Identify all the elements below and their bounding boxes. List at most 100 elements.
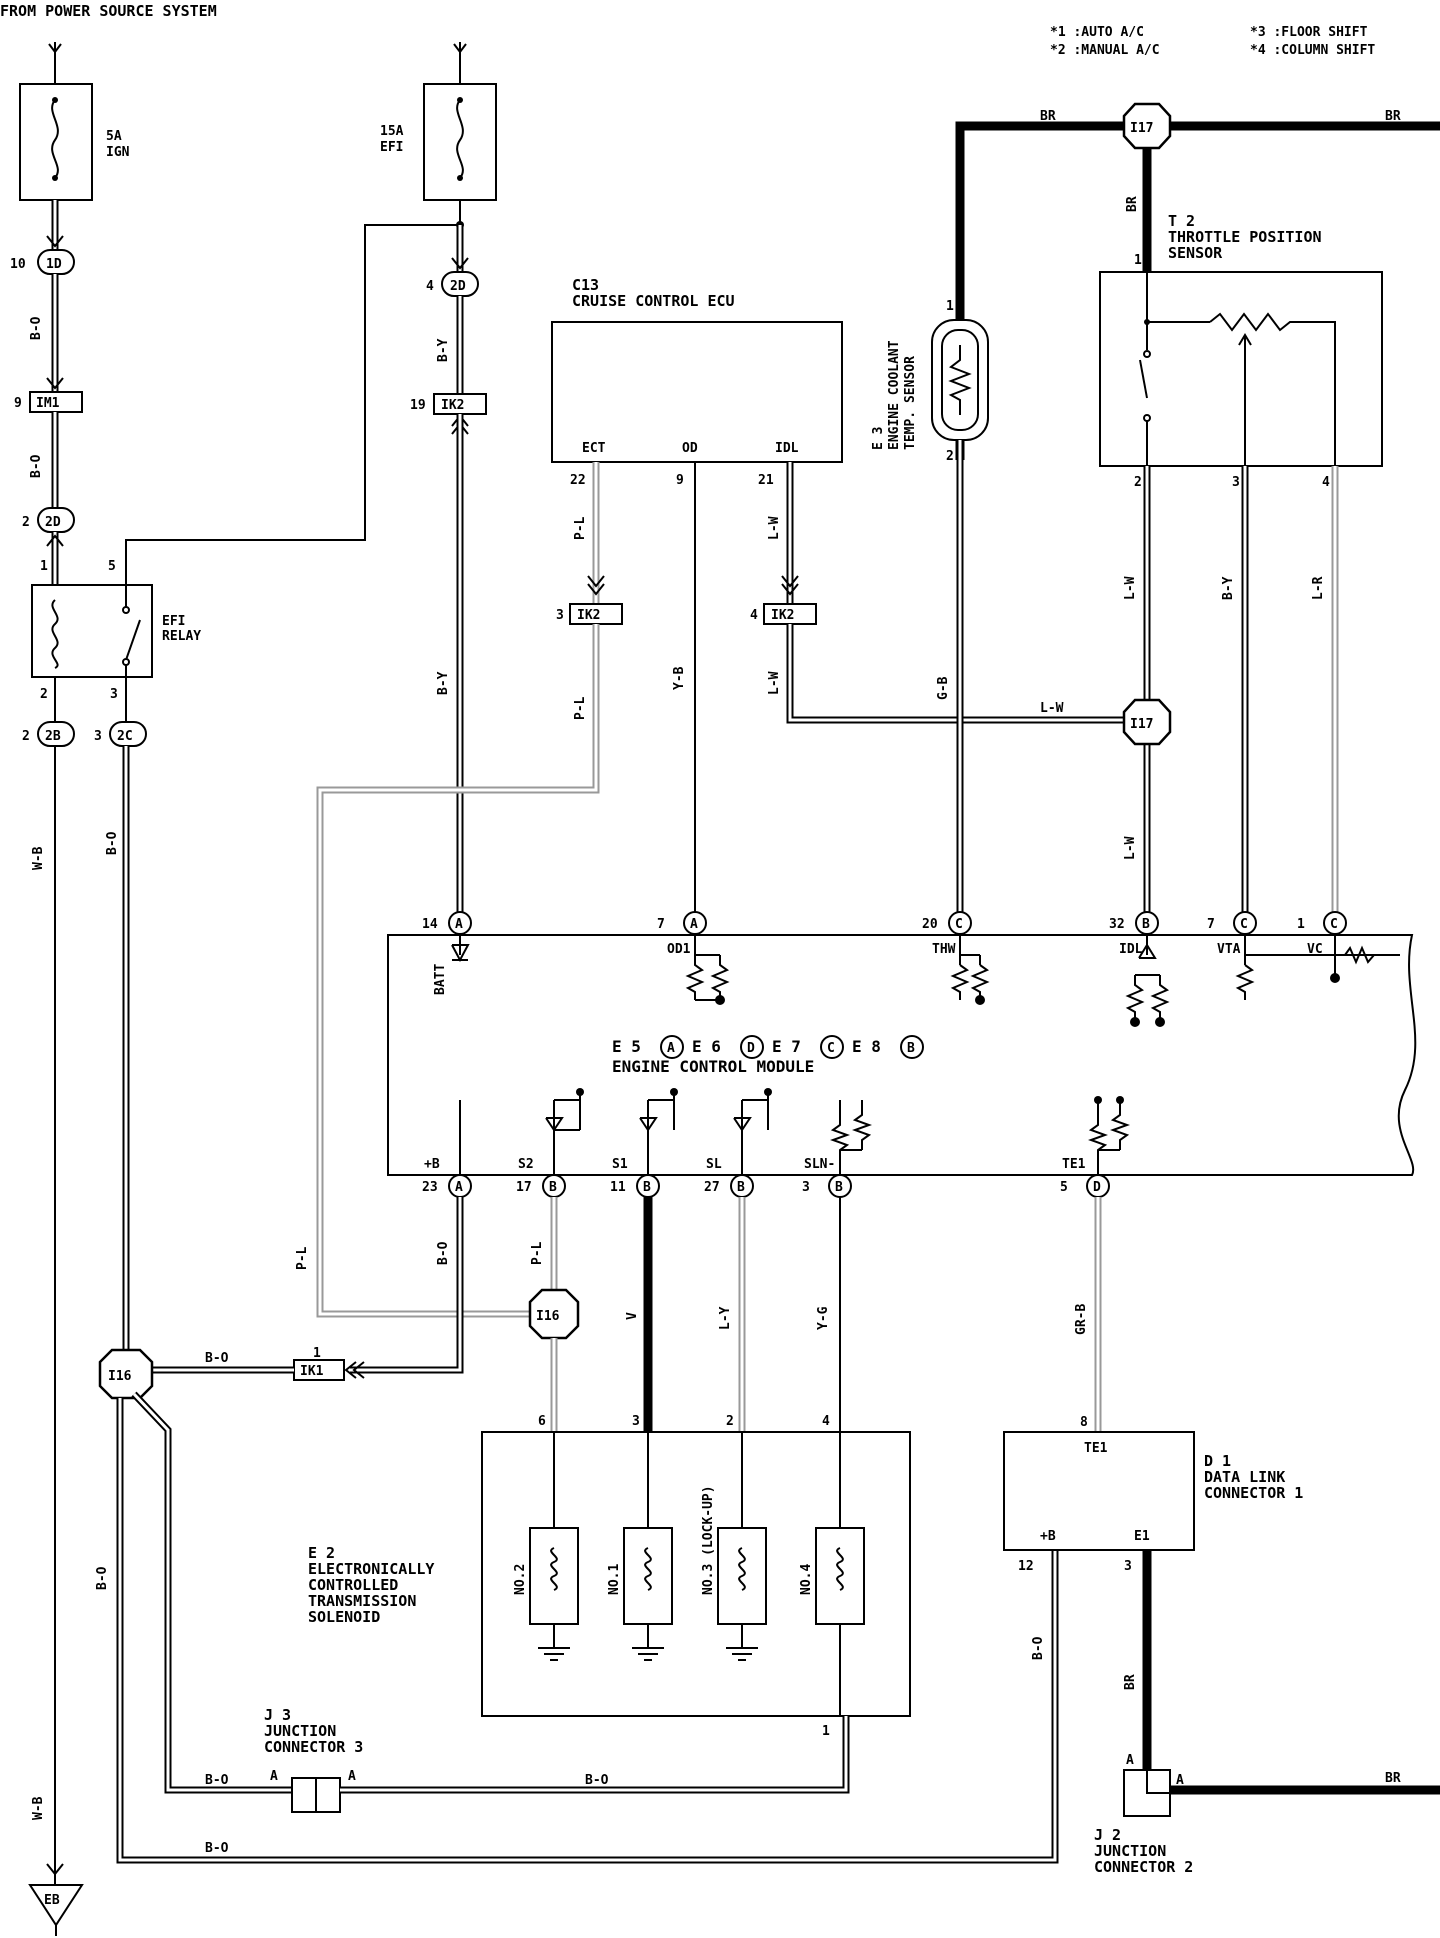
svg-text:TEMP. SENSOR: TEMP. SENSOR	[903, 356, 918, 450]
svg-text:A: A	[348, 1769, 356, 1784]
ecm-pin-b: A23+B	[422, 1157, 472, 1198]
source-label: FROM POWER SOURCE SYSTEM	[0, 2, 217, 20]
fuse-efi-rating: 15A	[380, 124, 404, 139]
svg-text:ELECTRONICALLY: ELECTRONICALLY	[308, 1560, 434, 1578]
svg-text:2D: 2D	[45, 515, 61, 530]
legend-3: *3 :FLOOR SHIFT	[1250, 25, 1368, 40]
ecm-pin-letter: B	[1142, 917, 1150, 932]
junction-I17-mid	[1122, 698, 1172, 746]
svg-text:L-W: L-W	[767, 671, 782, 695]
svg-text:3: 3	[94, 729, 102, 744]
efi-relay: 1 5 EFI RELAY 2 3	[31, 224, 460, 702]
ecm-pin-number: 5	[1060, 1180, 1068, 1195]
ecm-pin-label: OD1	[667, 942, 691, 957]
svg-text:4: 4	[1322, 475, 1330, 490]
ecm-pin-letter: B	[737, 1180, 745, 1195]
ecm-pin-label: +B	[424, 1157, 440, 1172]
ecm-pin-letter: C	[1240, 917, 1248, 932]
svg-text:I16: I16	[536, 1309, 560, 1324]
svg-text:2: 2	[726, 1414, 734, 1429]
ecm-internal-top	[451, 935, 1400, 1027]
svg-text:L-W: L-W	[1040, 701, 1064, 716]
svg-text:I17: I17	[1130, 121, 1153, 136]
svg-text:SOLENOID: SOLENOID	[308, 1608, 380, 1626]
legend-1: *1 :AUTO A/C	[1050, 25, 1144, 40]
fuse-ign-name: IGN	[106, 145, 130, 160]
svg-text:L-W: L-W	[767, 516, 782, 540]
svg-text:BR: BR	[1123, 1674, 1138, 1690]
idle-switch-icon	[1139, 359, 1148, 399]
junction-connector-3: A A J 3 JUNCTION CONNECTOR 3	[264, 1706, 363, 1813]
svg-text:L-R: L-R	[1311, 576, 1326, 600]
svg-text:E 7: E 7	[772, 1037, 801, 1056]
coil-label: NO.2	[513, 1564, 528, 1595]
ecm-pin-label: S2	[518, 1157, 534, 1172]
svg-text:1: 1	[946, 299, 954, 314]
svg-text:3: 3	[1232, 475, 1240, 490]
potentiometer-icon	[1209, 312, 1336, 466]
svg-text:1D: 1D	[46, 257, 62, 272]
ecm-pin-number: 7	[657, 917, 665, 932]
svg-text:EB: EB	[44, 1893, 60, 1908]
svg-text:I16: I16	[108, 1369, 132, 1384]
engine-control-module: E 5 A E 6 D E 7 C E 8 B ENGINE CONTROL M…	[387, 934, 1417, 1176]
svg-text:2: 2	[22, 729, 30, 744]
svg-text:T 2: T 2	[1168, 212, 1195, 230]
svg-text:4: 4	[750, 608, 758, 623]
svg-text:4: 4	[426, 279, 434, 294]
coil-icon	[836, 1547, 844, 1591]
svg-text:B-O: B-O	[29, 454, 44, 478]
ecm-pin-label: SL	[706, 1157, 722, 1172]
svg-text:8: 8	[1080, 1415, 1088, 1430]
ecm-pin-letter: C	[955, 917, 963, 932]
svg-text:IK1: IK1	[300, 1364, 324, 1379]
ecm-pin-label: VTA	[1217, 942, 1241, 957]
fuse-efi-icon	[456, 99, 464, 179]
ecm-pin-number: 3	[802, 1180, 810, 1195]
svg-text:B: B	[907, 1041, 915, 1056]
coolant-sensor: 1 2 E 3 ENGINE COOLANT TEMP. SENSOR	[871, 299, 989, 464]
ign-circuit: 5A IGN 1D 10 B-O IM1 9 B-O 2D 2	[10, 42, 130, 585]
svg-text:B-O: B-O	[95, 1566, 110, 1590]
svg-text:B-O: B-O	[105, 831, 120, 855]
svg-text:5: 5	[108, 559, 116, 574]
svg-text:P-L: P-L	[573, 516, 588, 540]
svg-text:1: 1	[822, 1724, 830, 1739]
svg-text:A: A	[667, 1041, 675, 1056]
data-link-connector: TE1 +B E1 8 12 3 D 1 DATA LINK CONNECTOR…	[1003, 1415, 1303, 1574]
svg-text:A: A	[1126, 1753, 1134, 1768]
svg-text:BR: BR	[1040, 109, 1056, 124]
ecm-pin-number: 20	[922, 917, 938, 932]
svg-text:2: 2	[40, 687, 48, 702]
svg-text:Y-G: Y-G	[816, 1306, 831, 1330]
ecm-internal-bottom	[459, 1088, 1130, 1175]
svg-text:4: 4	[822, 1414, 830, 1429]
junction-I16-mid	[528, 1288, 580, 1340]
svg-text:A: A	[1176, 1773, 1184, 1788]
svg-text:ECT: ECT	[582, 441, 606, 456]
svg-text:E 8: E 8	[852, 1037, 881, 1056]
svg-text:CONNECTOR 3: CONNECTOR 3	[264, 1738, 363, 1756]
svg-text:3: 3	[556, 608, 564, 623]
ecm-pin-letter: C	[1330, 917, 1338, 932]
ecm-pin-letter: A	[455, 917, 463, 932]
svg-text:CONNECTOR 2: CONNECTOR 2	[1094, 1858, 1193, 1876]
ecm-pin-label: TE1	[1062, 1157, 1086, 1172]
svg-text:A: A	[270, 1769, 278, 1784]
svg-text:2: 2	[1134, 475, 1142, 490]
svg-text:19: 19	[410, 398, 426, 413]
relay-coil-icon	[51, 599, 59, 669]
solenoid-coil-3: NO.3 (LOCK-UP)	[701, 1432, 767, 1661]
ecm-pin-label: SLN-	[804, 1157, 835, 1172]
ecm-pin-letter: B	[643, 1180, 651, 1195]
svg-text:P-L: P-L	[573, 696, 588, 720]
svg-text:EFI: EFI	[162, 614, 185, 629]
